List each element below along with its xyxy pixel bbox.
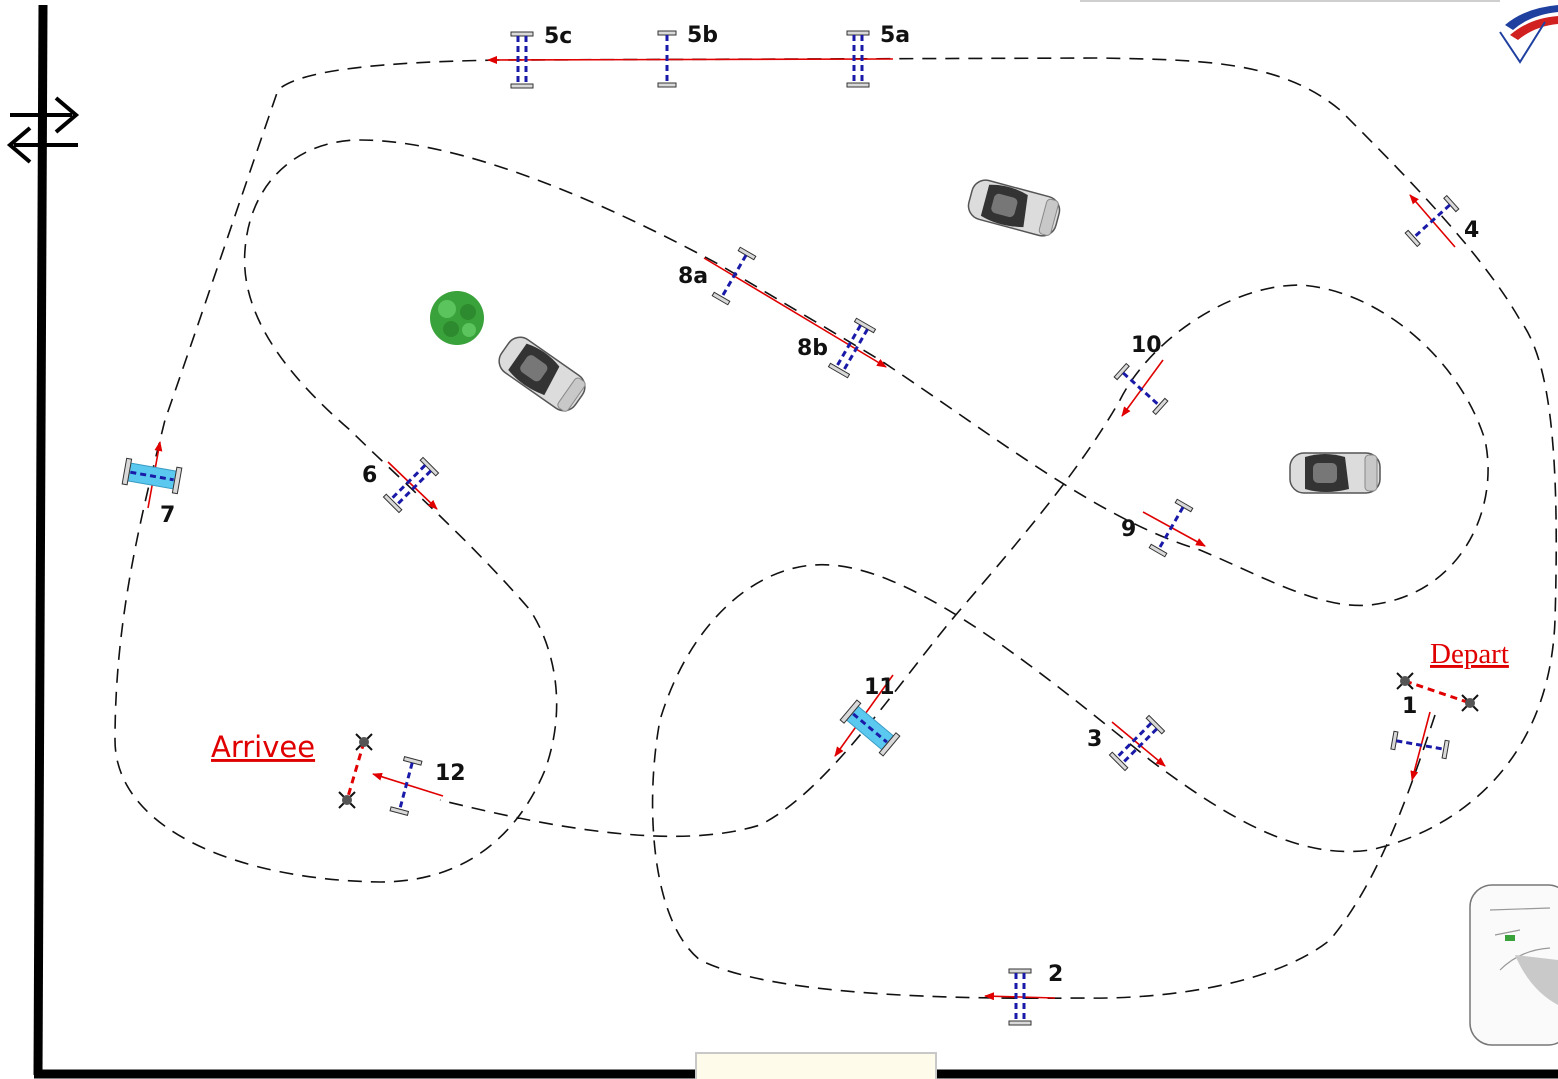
obstacle-label-9: 9 (1121, 517, 1136, 542)
obstacle-label-8b: 8b (797, 336, 828, 361)
finish-cone-bottom (339, 792, 355, 808)
finish-cone-top (356, 734, 372, 750)
arrow-9 (1143, 512, 1205, 546)
obstacle-label-8a: 8a (678, 264, 708, 289)
car-icon (1290, 453, 1380, 493)
obstacle-label-10: 10 (1131, 333, 1162, 358)
obstacle-1 (1391, 731, 1449, 758)
obstacle-label-2: 2 (1048, 962, 1063, 987)
arrow-5 (488, 59, 893, 60)
obstacle-label-5c: 5c (544, 24, 572, 49)
finish-line (347, 742, 364, 800)
finish-label: Arrivee (211, 730, 315, 764)
obstacle-12 (390, 757, 422, 816)
obstacle-9 (1149, 499, 1193, 556)
obstacle-label-5b: 5b (687, 23, 718, 48)
tree-icon (430, 291, 484, 345)
start-cone-right (1462, 695, 1478, 711)
route-path (115, 58, 1556, 998)
obstacle-label-4: 4 (1464, 218, 1479, 243)
federation-logo (1500, 5, 1558, 62)
entrance-gate (696, 1053, 936, 1079)
obstacle-label-1: 1 (1402, 694, 1417, 719)
car-icon (965, 177, 1062, 239)
obstacle-label-6: 6 (362, 463, 377, 488)
arena-left-wall (38, 5, 43, 1075)
obstacle-8a (712, 247, 756, 304)
obstacle-4 (1405, 196, 1459, 247)
arrow-8 (704, 258, 886, 367)
obstacle-label-5a: 5a (880, 23, 910, 48)
obstacle-label-3: 3 (1087, 727, 1102, 752)
car-icon (494, 332, 591, 416)
arrow-2 (985, 996, 1055, 998)
sketch-thumbnail (1470, 885, 1558, 1045)
obstacle-label-11: 11 (864, 675, 895, 700)
start-cone-left (1397, 673, 1413, 689)
start-label: Depart (1430, 638, 1509, 670)
obstacle-label-7: 7 (160, 503, 175, 528)
obstacle-8b (828, 318, 875, 377)
obstacle-10 (1114, 364, 1168, 415)
obstacle-label-12: 12 (435, 761, 466, 786)
